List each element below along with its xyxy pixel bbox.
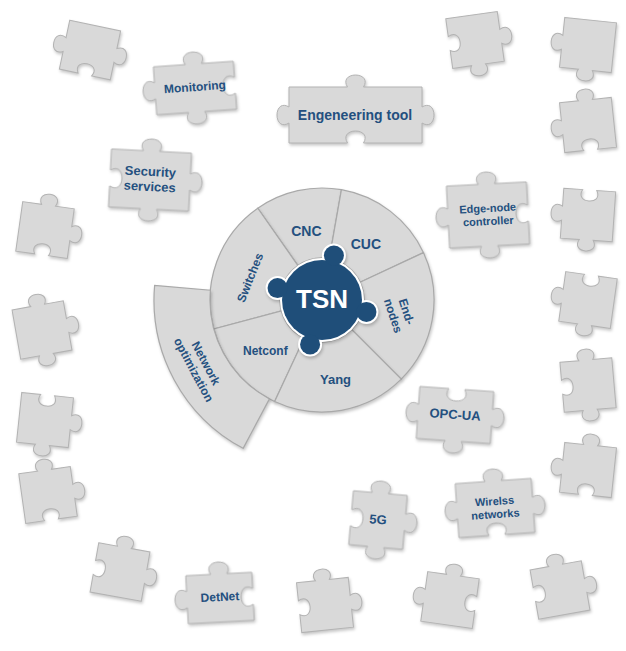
blank-puzzle-piece bbox=[549, 187, 616, 252]
blank-puzzle-piece bbox=[547, 16, 616, 83]
puzzle-piece: 5G bbox=[334, 476, 423, 565]
center-piece-part bbox=[324, 246, 344, 266]
blank-puzzle-piece bbox=[15, 392, 84, 459]
piece-label: Security services bbox=[118, 163, 181, 196]
text-holder: OPC-UA bbox=[416, 386, 493, 443]
text-holder: Wirelss networks bbox=[455, 478, 535, 537]
piece-label: TSN bbox=[296, 285, 348, 315]
piece-label: 5G bbox=[369, 512, 388, 528]
piece-shape bbox=[173, 560, 254, 624]
ring-segment-shape bbox=[154, 285, 269, 448]
piece-shape bbox=[442, 466, 546, 539]
puzzle-piece: Wirelss networks bbox=[440, 463, 549, 552]
piece-label: Yang bbox=[320, 372, 351, 387]
center-piece-part bbox=[268, 278, 288, 298]
text-holder: Engeneering tool bbox=[289, 87, 422, 143]
piece-label: DetNet bbox=[200, 590, 239, 606]
piece-outline bbox=[271, 326, 405, 415]
piece-shape bbox=[141, 49, 238, 127]
puzzle-piece: OPC-UA bbox=[401, 372, 508, 459]
ring-segment: Network optimization bbox=[151, 282, 273, 452]
piece-label: OPC-UA bbox=[429, 406, 481, 424]
piece-label: Engeneering tool bbox=[298, 107, 412, 123]
ring-segment: Yang bbox=[271, 326, 405, 415]
center-piece-part bbox=[300, 334, 320, 354]
center-piece-part bbox=[356, 302, 376, 322]
text-holder: 5G bbox=[349, 491, 408, 550]
center-piece-edge bbox=[282, 260, 362, 340]
piece-shape bbox=[403, 386, 505, 457]
blank-puzzle-piece bbox=[90, 532, 163, 603]
blank-puzzle-piece bbox=[10, 288, 85, 370]
blank-puzzle-piece bbox=[546, 270, 617, 339]
text-holder: DetNet bbox=[186, 572, 254, 623]
blank-puzzle-piece bbox=[559, 347, 617, 423]
blank-puzzle-piece bbox=[549, 430, 618, 497]
center-piece-part bbox=[282, 260, 362, 340]
blank-puzzle-piece bbox=[446, 10, 517, 79]
blank-puzzle-piece bbox=[49, 18, 132, 82]
text-holder: Monitoring bbox=[153, 61, 236, 114]
blank-puzzle-piece bbox=[295, 565, 364, 632]
blank-puzzle-piece bbox=[547, 86, 616, 153]
text-holder: Edge-node controller bbox=[446, 182, 529, 248]
piece-label: Monitoring bbox=[164, 79, 227, 97]
text-holder: Security services bbox=[109, 149, 192, 211]
puzzle-piece: Engeneering tool bbox=[275, 73, 436, 157]
center-puzzle-piece: TSN bbox=[264, 242, 380, 358]
piece-label: CNC bbox=[291, 223, 321, 239]
center-piece-edge bbox=[268, 278, 288, 298]
piece-shape bbox=[348, 479, 421, 562]
text-holder: TSN bbox=[264, 242, 380, 358]
ring-segment-shape bbox=[275, 330, 402, 412]
piece-label: Wirelss networks bbox=[466, 493, 524, 522]
blank-puzzle-piece bbox=[17, 454, 88, 523]
piece-label: CUC bbox=[351, 236, 381, 252]
puzzle-piece: Monitoring bbox=[138, 46, 251, 129]
piece-shape bbox=[434, 170, 530, 261]
center-piece-edge bbox=[324, 246, 344, 266]
piece-label: Netconf bbox=[243, 345, 288, 359]
puzzle-piece: DetNet bbox=[171, 558, 269, 639]
piece-shape bbox=[108, 137, 204, 224]
blank-puzzle-piece bbox=[528, 548, 601, 619]
piece-label: Edge-node controller bbox=[456, 201, 519, 229]
piece-shape bbox=[277, 75, 434, 143]
center-piece-edge bbox=[356, 302, 376, 322]
blank-puzzle-piece bbox=[410, 559, 481, 628]
blank-puzzle-piece bbox=[16, 191, 87, 260]
center-piece-edge bbox=[300, 334, 320, 354]
puzzle-piece: Security services bbox=[94, 134, 206, 226]
puzzle-piece: Edge-node controller bbox=[432, 167, 545, 263]
